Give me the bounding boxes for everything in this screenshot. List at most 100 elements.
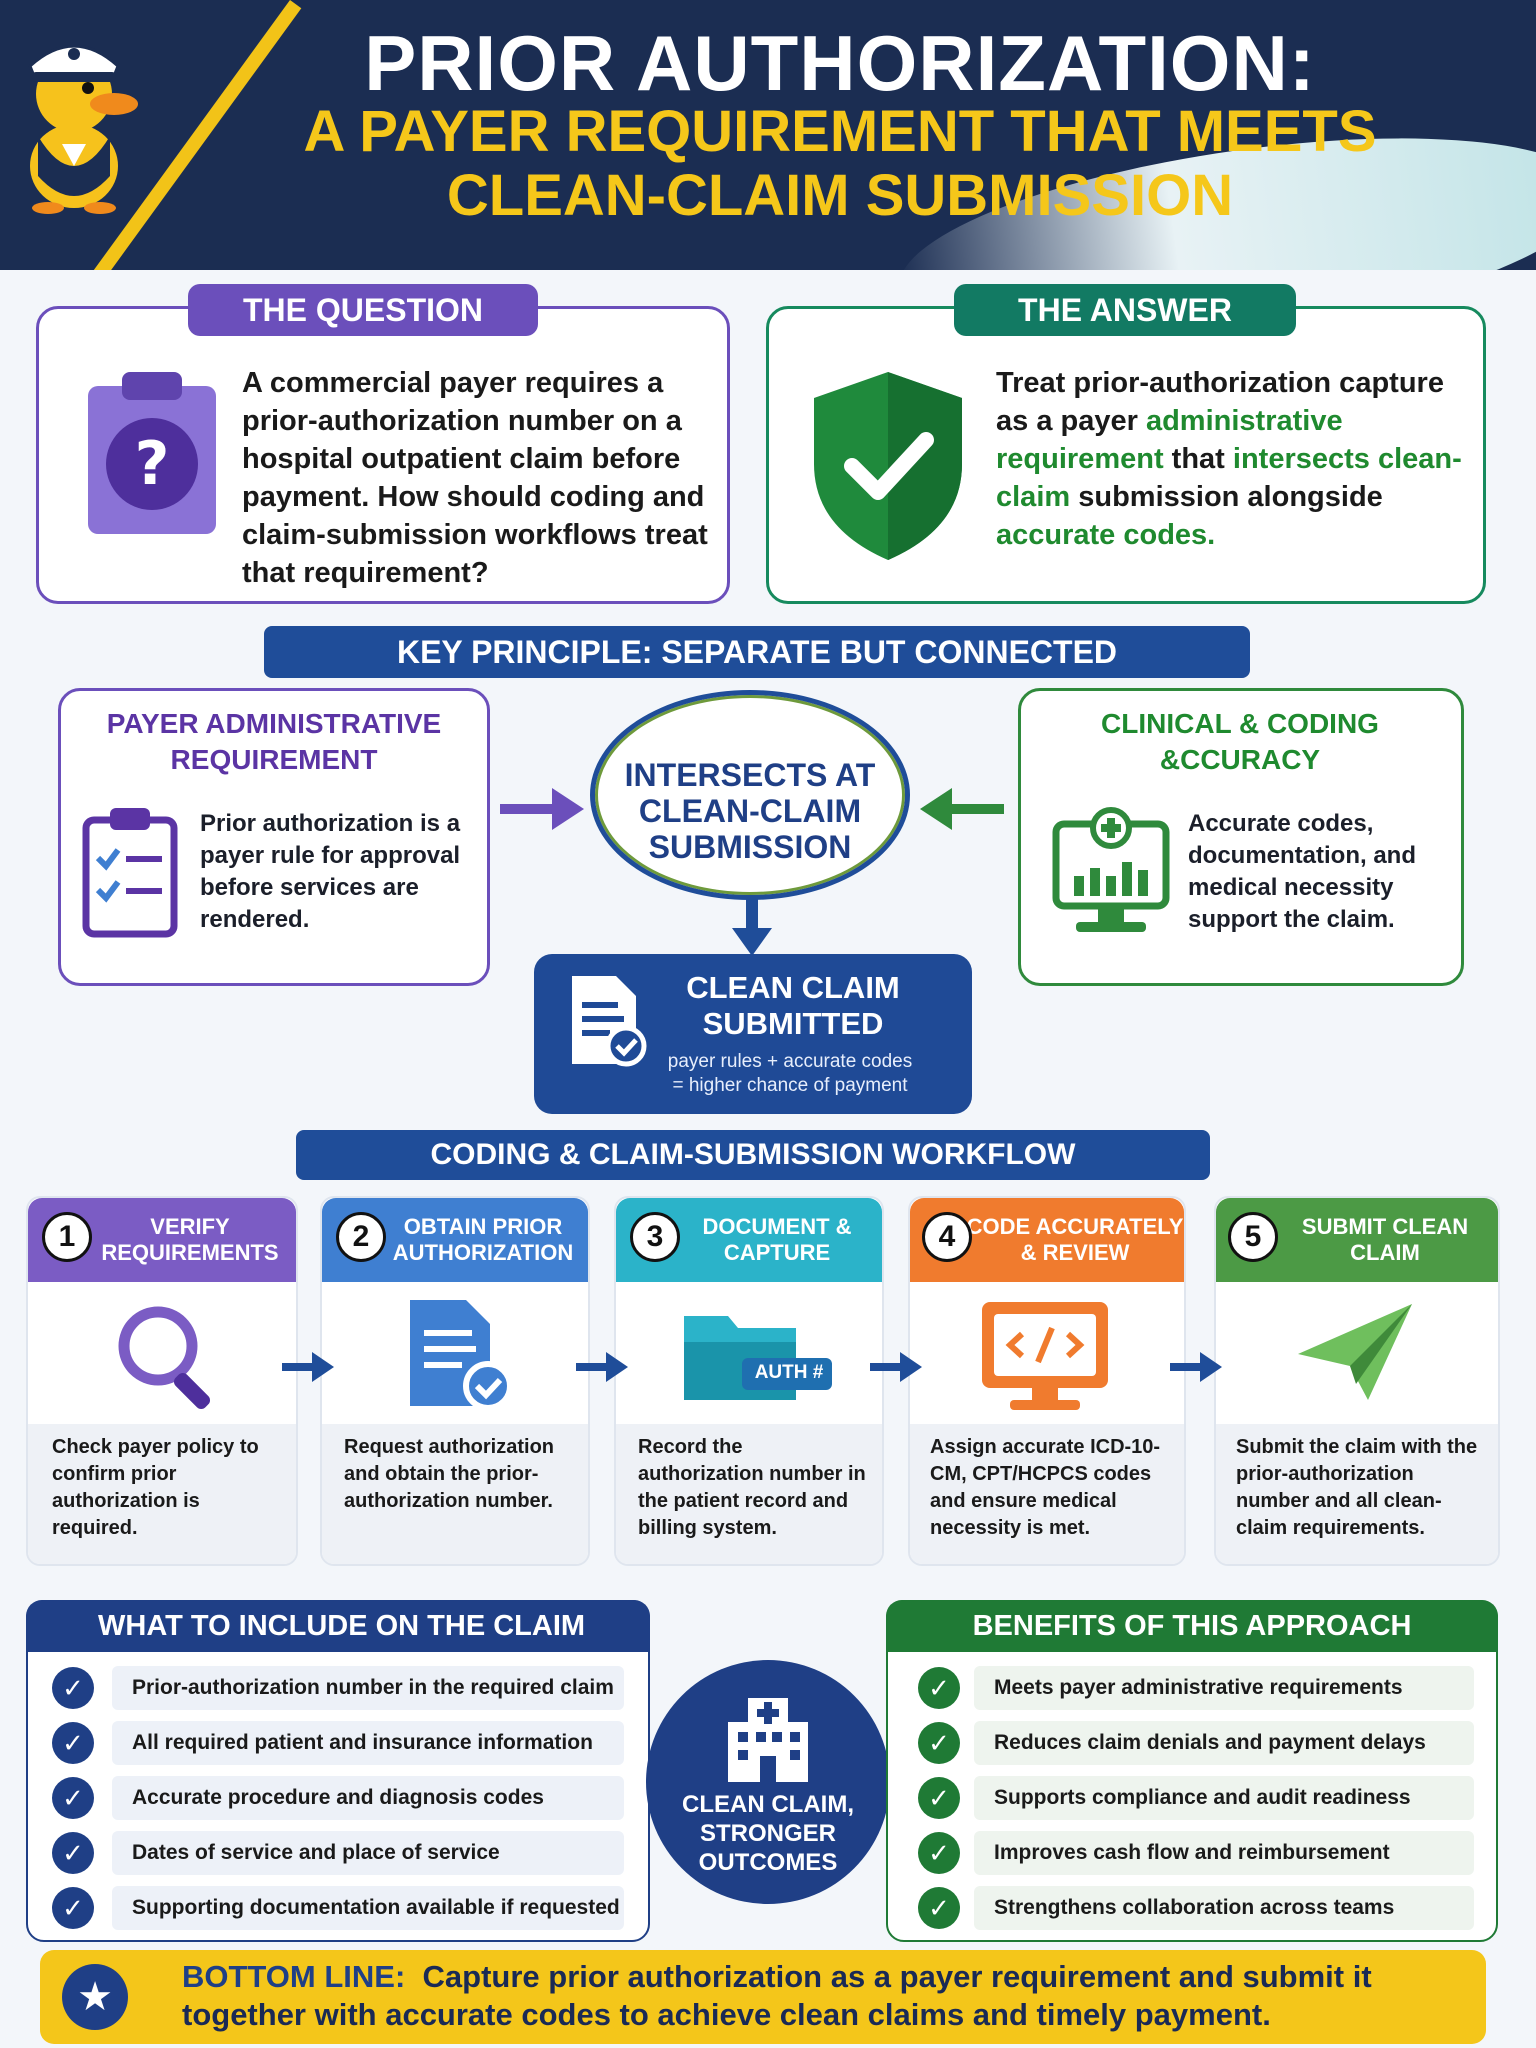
- subtitle-line-1: A PAYER REQUIREMENT THAT MEETS: [303, 99, 1377, 164]
- key-principle-banner: KEY PRINCIPLE: SEPARATE BUT CONNECTED: [264, 626, 1250, 678]
- step-4-desc-bg: [910, 1424, 1184, 1564]
- include-item-text: Accurate procedure and diagnosis codes: [112, 1776, 624, 1820]
- check-icon: ✓: [918, 1667, 960, 1709]
- answer-tab: THE ANSWER: [954, 284, 1296, 336]
- question-tab: THE QUESTION: [188, 284, 538, 336]
- clean-claim-line-2: = higher chance of payment: [672, 1075, 908, 1096]
- answer-text-part-3: submission alongside: [1070, 481, 1383, 513]
- payer-requirement-text: Prior authorization is a payer rule for …: [200, 810, 461, 933]
- intersection-text: INTERSECTS AT CLEAN-CLAIM SUBMISSION: [624, 757, 876, 865]
- magnifier-icon: [118, 1306, 211, 1410]
- workflow-arrow-1-icon: [282, 1352, 334, 1382]
- include-item-text: All required patient and insurance infor…: [112, 1721, 624, 1765]
- code-monitor-icon: [982, 1302, 1108, 1410]
- page-subtitle: A PAYER REQUIREMENT THAT MEETS CLEAN-CLA…: [150, 100, 1530, 228]
- workflow-arrow-3-icon: [870, 1352, 922, 1382]
- check-icon: ✓: [52, 1722, 94, 1764]
- shield-check-icon: [814, 372, 962, 560]
- coding-accuracy-title: CLINICAL & CODING &CCURACY: [1101, 708, 1379, 775]
- check-icon: ✓: [52, 1777, 94, 1819]
- answer-text-part-2: that: [1163, 443, 1233, 475]
- include-item: ✓ Supporting documentation available if …: [52, 1886, 624, 1941]
- step-1-number: 1: [42, 1212, 92, 1262]
- workflow-arrow-4-icon: [1170, 1352, 1222, 1382]
- svg-text:?: ?: [135, 429, 170, 499]
- hospital-icon: [728, 1698, 808, 1782]
- check-icon: ✓: [918, 1722, 960, 1764]
- paper-plane-icon: [1298, 1304, 1412, 1400]
- document-check-icon: [410, 1300, 513, 1411]
- step-4-desc: Assign accurate ICD-10-CM, CPT/HCPCS cod…: [930, 1436, 1161, 1539]
- arrow-down-icon: [732, 898, 772, 956]
- step-2-number: 2: [336, 1212, 386, 1262]
- answer-text-part-1: Treat prior-authorization capture as a p…: [996, 367, 1444, 437]
- center-badge-text: CLEAN CLAIM, STRONGER OUTCOMES: [682, 1791, 854, 1876]
- workflow-arrow-2-icon: [576, 1352, 628, 1382]
- benefit-item: ✓ Reduces claim denials and payment dela…: [918, 1721, 1474, 1776]
- include-list: ✓ Prior-authorization number in the requ…: [52, 1666, 624, 1941]
- benefit-item: ✓ Improves cash flow and reimbursement: [918, 1831, 1474, 1886]
- step-2-desc-bg: [322, 1424, 588, 1564]
- check-icon: ✓: [52, 1832, 94, 1874]
- medical-monitor-icon: [1052, 807, 1170, 932]
- clipboard-checklist-icon: [82, 808, 178, 938]
- benefit-item-text: Strengthens collaboration across teams: [974, 1886, 1474, 1930]
- step-3-desc-bg: [616, 1424, 882, 1564]
- benefit-item-text: Meets payer administrative requirements: [974, 1666, 1474, 1710]
- benefit-item-text: Reduces claim denials and payment delays: [974, 1721, 1474, 1765]
- auth-number-tag: AUTH #: [754, 1362, 824, 1383]
- benefit-item-text: Supports compliance and audit readiness: [974, 1776, 1474, 1820]
- include-item: ✓ All required patient and insurance inf…: [52, 1721, 624, 1776]
- answer-highlight-3: accurate codes.: [996, 519, 1216, 551]
- benefit-item-text: Improves cash flow and reimbursement: [974, 1831, 1474, 1875]
- clean-claim-subtext: payer rules + accurate codes = higher ch…: [630, 1050, 950, 1098]
- subtitle-line-2: CLEAN-CLAIM SUBMISSION: [446, 163, 1234, 228]
- include-item: ✓ Dates of service and place of service: [52, 1831, 624, 1886]
- benefit-item: ✓ Meets payer administrative requirement…: [918, 1666, 1474, 1721]
- include-title: WHAT TO INCLUDE ON THE CLAIM: [26, 1600, 650, 1652]
- document-check-icon: [572, 976, 647, 1067]
- step-1-desc: Check payer policy to confirm prior auth…: [52, 1436, 259, 1539]
- benefit-item: ✓ Strengthens collaboration across teams: [918, 1886, 1474, 1941]
- clipboard-question-icon: ?: [88, 372, 216, 534]
- header-banner: [0, 0, 1536, 270]
- answer-highlight-1: administrative requirement: [996, 405, 1343, 475]
- include-card: [26, 1600, 650, 1942]
- workflow-banner: CODING & CLAIM-SUBMISSION WORKFLOW: [296, 1130, 1210, 1180]
- include-item-text: Prior-authorization number in the requir…: [112, 1666, 624, 1743]
- bottom-line-box: [40, 1950, 1486, 2044]
- answer-highlight-2: intersects clean-claim: [996, 443, 1462, 513]
- payer-requirement-title: PAYER ADMINISTRATIVE REQUIREMENT: [106, 708, 442, 775]
- answer-text: Treat prior-authorization capture as a p…: [996, 364, 1466, 554]
- step-1-desc-bg: [28, 1424, 296, 1564]
- page-title: PRIOR AUTHORIZATION:: [364, 19, 1316, 107]
- clean-claim-title: CLEAN CLAIM SUBMITTED: [686, 970, 900, 1041]
- step-4-number: 4: [922, 1212, 972, 1262]
- clean-claim-line-1: payer rules + accurate codes: [667, 1051, 913, 1072]
- benefit-item: ✓ Supports compliance and audit readines…: [918, 1776, 1474, 1831]
- check-icon: ✓: [52, 1887, 94, 1929]
- include-item-text: Supporting documentation available if re…: [112, 1886, 624, 1930]
- bottom-line-body: Capture prior authorization as a payer r…: [182, 1959, 1372, 2032]
- include-item: ✓ Prior-authorization number in the requ…: [52, 1666, 624, 1743]
- step-5-desc-bg: [1216, 1424, 1498, 1564]
- check-icon: ✓: [918, 1887, 960, 1929]
- coding-accuracy-text: Accurate codes, documentation, and medic…: [1188, 810, 1416, 933]
- step-2-desc: Request authorization and obtain the pri…: [344, 1436, 555, 1512]
- duck-mascot-icon: [28, 44, 138, 214]
- intersection-ellipse: [590, 690, 910, 900]
- benefits-card: [886, 1600, 1498, 1942]
- star-icon: ★: [62, 1964, 128, 2030]
- include-item-text: Dates of service and place of service: [112, 1831, 624, 1875]
- benefits-list: ✓ Meets payer administrative requirement…: [918, 1666, 1474, 1941]
- benefits-title: BENEFITS OF THIS APPROACH: [886, 1600, 1498, 1652]
- arrow-left-icon: [920, 788, 1004, 830]
- step-5-desc: Submit the claim with the prior-authoriz…: [1236, 1436, 1478, 1539]
- bottom-line-text: BOTTOM LINE: Capture prior authorization…: [182, 1958, 1472, 2034]
- step-3-number: 3: [630, 1212, 680, 1262]
- include-item: ✓ Accurate procedure and diagnosis codes: [52, 1776, 624, 1831]
- check-icon: ✓: [52, 1667, 94, 1709]
- step-5-number: 5: [1228, 1212, 1278, 1262]
- step-3-desc: Record the authorization number in the p…: [638, 1436, 866, 1539]
- check-icon: ✓: [918, 1777, 960, 1819]
